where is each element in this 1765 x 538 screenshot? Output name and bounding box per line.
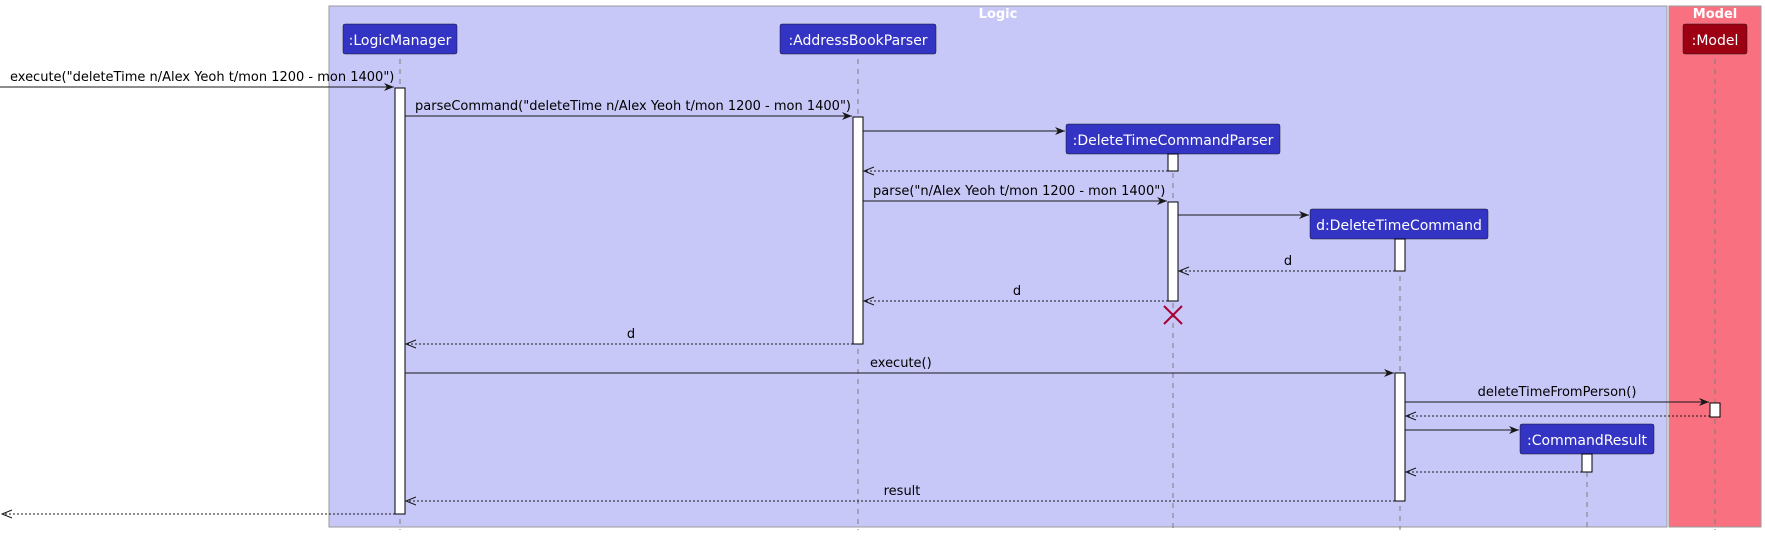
- model-box-title: Model: [1693, 7, 1737, 22]
- svg-text:execute(): execute(): [870, 356, 932, 371]
- participant-delete-time-command[interactable]: d:DeleteTimeCommand: [1309, 208, 1489, 240]
- svg-text:d: d: [1013, 284, 1021, 299]
- participant-model[interactable]: :Model: [1682, 23, 1748, 55]
- svg-text::DeleteTimeCommandParser: :DeleteTimeCommandParser: [1073, 133, 1274, 149]
- message-parse: parse("n/Alex Yeoh t/mon 1200 - mon 1400…: [863, 184, 1167, 205]
- activation-delete-time-command-parser-parse: [1167, 201, 1179, 302]
- activation-delete-time-command-parser-constructor: [1167, 153, 1179, 172]
- svg-text:parse("n/Alex Yeoh t/mon 1200: parse("n/Alex Yeoh t/mon 1200 - mon 1400…: [873, 184, 1165, 199]
- participant-command-result[interactable]: :CommandResult: [1519, 423, 1655, 455]
- message-return-d-command: d: [1179, 254, 1395, 271]
- svg-text:deleteTimeFromPerson(): deleteTimeFromPerson(): [1478, 385, 1637, 400]
- svg-text:parseCommand("deleteTime n/Ale: parseCommand("deleteTime n/Alex Yeoh t/m…: [415, 99, 851, 114]
- participant-delete-time-command-parser[interactable]: :DeleteTimeCommandParser: [1065, 123, 1281, 155]
- svg-text:result: result: [884, 484, 921, 499]
- svg-text:d:DeleteTimeCommand: d:DeleteTimeCommand: [1316, 218, 1482, 234]
- activation-logic-manager: [394, 87, 406, 515]
- message-execute-call: execute("deleteTime n/Alex Yeoh t/mon 12…: [0, 70, 394, 91]
- activation-model: [1709, 402, 1721, 418]
- message-delete-time-from-person: deleteTimeFromPerson(): [1405, 385, 1709, 406]
- message-return-d-parser: d: [864, 284, 1168, 301]
- destroy-mark: [1163, 305, 1183, 325]
- activation-delete-time-command-execute: [1394, 372, 1406, 502]
- activation-command-result: [1581, 453, 1593, 473]
- logic-box-title: Logic: [979, 7, 1018, 22]
- message-execute: execute(): [405, 356, 1394, 377]
- model-box: [1668, 5, 1762, 528]
- svg-text:d: d: [1284, 254, 1292, 269]
- message-parse-command: parseCommand("deleteTime n/Alex Yeoh t/m…: [405, 99, 852, 120]
- participant-address-book-parser[interactable]: :AddressBookParser: [779, 23, 937, 55]
- message-return-d-abp: d: [406, 327, 853, 344]
- activation-address-book-parser: [852, 116, 864, 345]
- message-result: result: [406, 484, 1395, 501]
- activation-delete-time-command-constructor: [1394, 238, 1406, 272]
- svg-text:execute("deleteTime n/Alex Yeo: execute("deleteTime n/Alex Yeoh t/mon 12…: [10, 70, 394, 85]
- svg-text::AddressBookParser: :AddressBookParser: [788, 33, 927, 49]
- svg-text::Model: :Model: [1692, 33, 1739, 49]
- participant-logic-manager[interactable]: :LogicManager: [342, 23, 458, 55]
- svg-text:d: d: [627, 327, 635, 342]
- svg-text::LogicManager: :LogicManager: [349, 33, 452, 49]
- logic-box: [328, 5, 1668, 528]
- svg-text::CommandResult: :CommandResult: [1527, 433, 1647, 449]
